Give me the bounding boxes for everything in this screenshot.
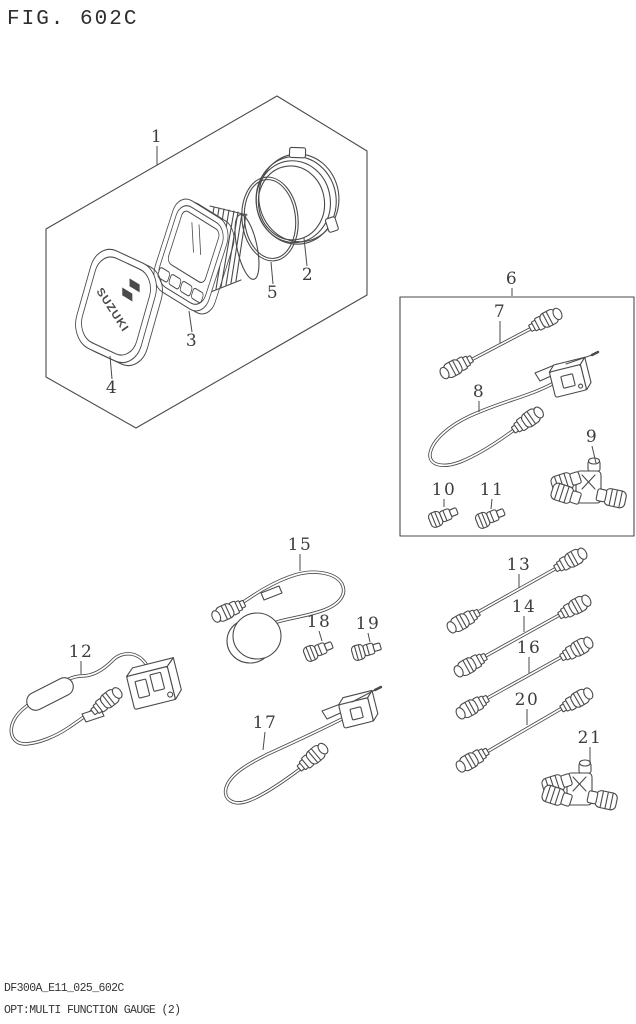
part-9-tee-joint [550,458,628,509]
part-21-tee-joint [541,760,619,811]
callout-20-label: 20 [515,690,540,710]
part-1-gauge-kit-box [45,95,368,429]
callout-17: 17 [253,713,278,751]
callout-21: 21 [578,728,603,764]
callout-14-label: 14 [512,597,537,617]
gauge-button [179,280,193,297]
callout-13: 13 [507,555,532,588]
callout-10: 10 [432,480,457,507]
kit-box-outline [45,95,368,429]
callout-1: 1 [151,127,163,165]
part-4-suzuki-cover: SUZUKI [75,248,163,367]
footer: DF300A_E11_025_602C OPT:MULTI FUNCTION G… [4,982,181,1017]
figure-caption: OPT:MULTI FUNCTION GAUGE (2) [4,1004,180,1017]
cable-tab [260,585,283,601]
sensor-wire [351,689,376,703]
callout-5: 5 [267,261,279,303]
part-19-terminator-plug [349,638,384,662]
callout-19-label: 19 [356,614,381,634]
callout-5-label: 5 [267,283,279,303]
callout-16: 16 [517,638,542,673]
callout-13-label: 13 [507,555,532,575]
callout-9: 9 [586,427,598,464]
callout-11-label: 11 [480,480,505,500]
callout-7: 7 [494,302,506,343]
gauge-button [191,287,204,304]
part-8-sensor-cable [428,350,600,467]
part-5-o-ring [241,176,299,262]
callout-3-label: 3 [186,331,198,351]
sensor-wire [565,354,593,365]
callout-17-label: 17 [253,713,278,733]
figure-title: FIG. 602C [7,8,138,31]
callout-16-label: 16 [517,638,542,658]
callout-15: 15 [288,535,313,571]
sensor-block [337,689,379,729]
callout-10-label: 10 [432,480,457,500]
callout-19: 19 [356,614,381,643]
callout-4-label: 4 [106,378,118,398]
gauge-screen [167,210,220,283]
callout-7-label: 7 [494,302,506,322]
inline-module [26,677,74,711]
callout-15-label: 15 [288,535,313,555]
callout-18-label: 18 [307,612,332,632]
callout-1-label: 1 [151,127,163,147]
part-12-cable-assembly [9,652,182,746]
callout-3: 3 [186,310,198,351]
callout-6: 6 [506,269,518,296]
part-18-terminator-plug [301,637,336,664]
callout-8: 8 [473,382,485,412]
part-15-transducer-cable [208,570,346,664]
sensor-block [548,356,592,398]
callout-18: 18 [307,612,332,642]
part-3-gauge-display [153,198,260,315]
callout-4: 4 [106,355,118,398]
part-6-harness-kit-box [399,296,635,537]
gauge-face [153,198,229,312]
callout-20: 20 [515,690,540,725]
callout-12: 12 [69,642,94,674]
part-11-terminator-plug [473,504,508,531]
callout-8-label: 8 [473,382,485,402]
callout-2-label: 2 [302,265,314,285]
part-17-sensor-cable [223,685,383,805]
callout-11: 11 [480,480,505,510]
drawing-code: DF300A_E11_025_602C [4,982,124,995]
harness-box-outline [399,296,635,537]
mount-block [125,657,182,710]
callout-12-label: 12 [69,642,94,662]
gauge-button [157,267,171,283]
part-2-clamp-ring [255,146,340,245]
callout-6-label: 6 [506,269,518,289]
suzuki-s-mark [122,287,133,302]
suzuki-s-mark [129,278,140,293]
part-10-terminator-plug [426,503,461,530]
callout-21-label: 21 [578,728,603,748]
transducer-puck [232,612,282,660]
callout-14: 14 [512,597,537,632]
gauge-button [168,274,182,290]
callout-9-label: 9 [586,427,598,447]
callout-2: 2 [302,237,314,285]
